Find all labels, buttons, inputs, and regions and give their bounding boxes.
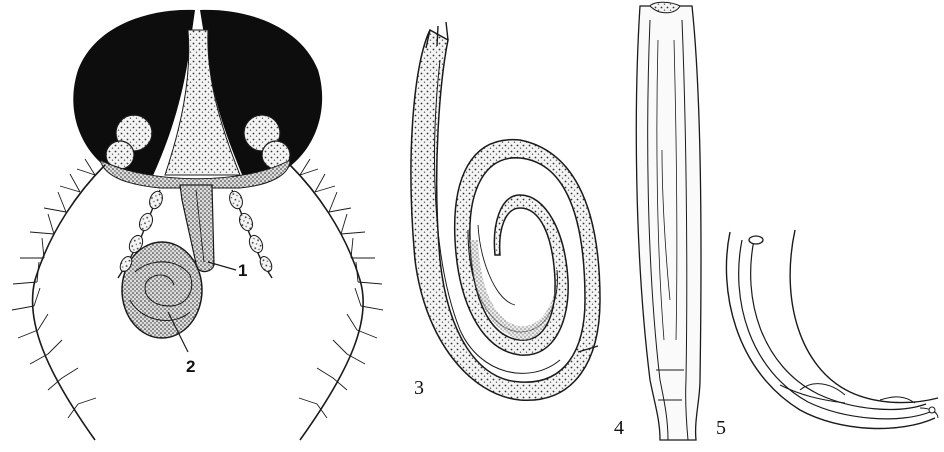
label-1: 1 <box>238 261 247 280</box>
larva-outer-body <box>411 30 600 400</box>
label-2: 2 <box>186 357 195 376</box>
label-5: 5 <box>716 417 726 439</box>
label-4: 4 <box>614 417 624 439</box>
hooked-larva-mouth <box>749 236 763 244</box>
bulb <box>122 242 202 338</box>
insect-head-drawing <box>12 10 383 440</box>
coiled-larva-drawing <box>411 22 600 400</box>
straight-larva-body <box>636 6 701 440</box>
label-3: 3 <box>414 377 424 399</box>
straight-larva-drawing <box>636 2 701 440</box>
hooked-larva-drawing <box>726 230 938 428</box>
